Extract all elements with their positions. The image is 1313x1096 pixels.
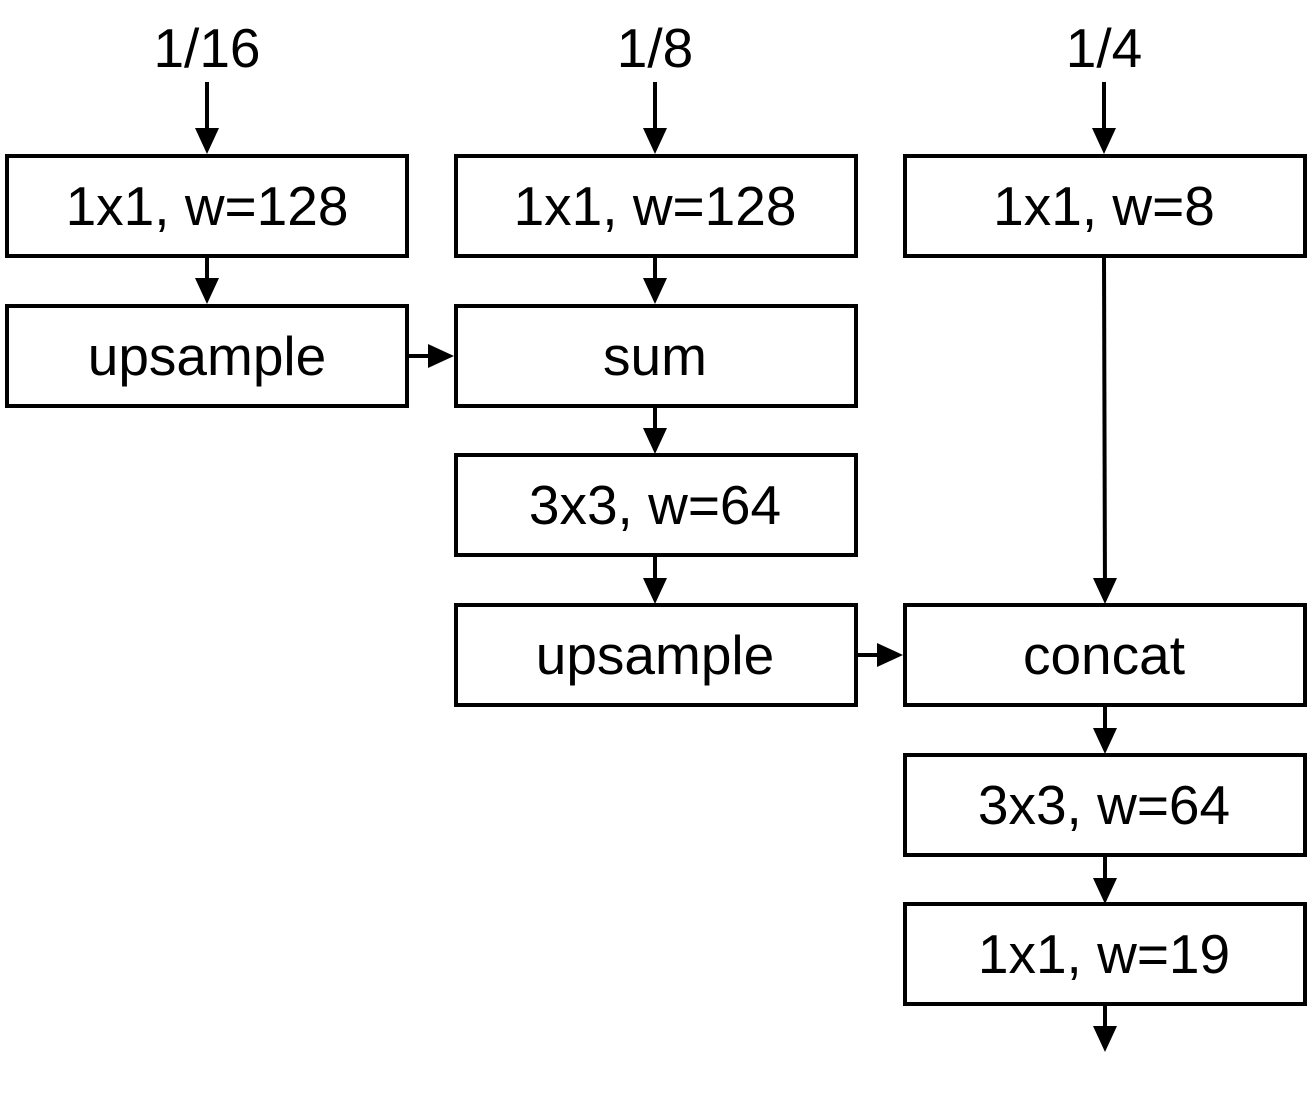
node-b8-upsample: upsample	[454, 603, 858, 707]
arrowhead-input16	[195, 128, 219, 154]
edges	[195, 82, 1117, 1052]
node-b8-conv3-label: 3x3, w=64	[529, 474, 781, 536]
node-b8-upsample-label: upsample	[536, 624, 774, 686]
input-label-1-4: 1/4	[1066, 17, 1142, 79]
node-b8-sum-label: sum	[603, 325, 707, 387]
node-b4-output-conv: 1x1, w=19	[903, 902, 1307, 1006]
node-b16-conv-label: 1x1, w=128	[66, 175, 349, 237]
node-b4-conv3-label: 3x3, w=64	[978, 774, 1230, 836]
node-b16-upsample-label: upsample	[88, 325, 326, 387]
arrowhead-b8-conv3	[643, 428, 667, 454]
node-b8-conv3: 3x3, w=64	[454, 453, 858, 557]
input-label-1-16: 1/16	[153, 17, 260, 79]
arrowhead-b4-conv3	[1093, 728, 1117, 754]
node-b4-concat: concat	[903, 603, 1307, 707]
node-b4-conv: 1x1, w=8	[903, 154, 1307, 258]
arrowhead-concat-left	[877, 643, 903, 667]
node-b8-sum: sum	[454, 304, 858, 408]
arrowhead-output	[1093, 1026, 1117, 1052]
edge-b4-conv-to-concat	[1102, 255, 1107, 601]
arrowhead-b16-upsample	[195, 278, 219, 304]
input-label-1-8: 1/8	[617, 17, 693, 79]
node-b4-output-conv-label: 1x1, w=19	[978, 923, 1230, 985]
arrowhead-sum-left	[428, 344, 454, 368]
node-b16-upsample: upsample	[5, 304, 409, 408]
node-b8-conv: 1x1, w=128	[454, 154, 858, 258]
node-b4-conv3: 3x3, w=64	[903, 753, 1307, 857]
arrowhead-input8	[643, 128, 667, 154]
node-b8-conv-label: 1x1, w=128	[514, 175, 797, 237]
node-b4-concat-label: concat	[1023, 624, 1185, 686]
arrowhead-b8-upsample	[643, 578, 667, 604]
node-b4-conv-label: 1x1, w=8	[993, 175, 1215, 237]
arrowhead-b8-sum	[643, 278, 667, 304]
arrowhead-b4-output-conv	[1093, 878, 1117, 904]
arrowhead-input4	[1092, 128, 1116, 154]
node-b16-conv: 1x1, w=128	[5, 154, 409, 258]
arrowhead-b4-concat	[1093, 578, 1117, 604]
